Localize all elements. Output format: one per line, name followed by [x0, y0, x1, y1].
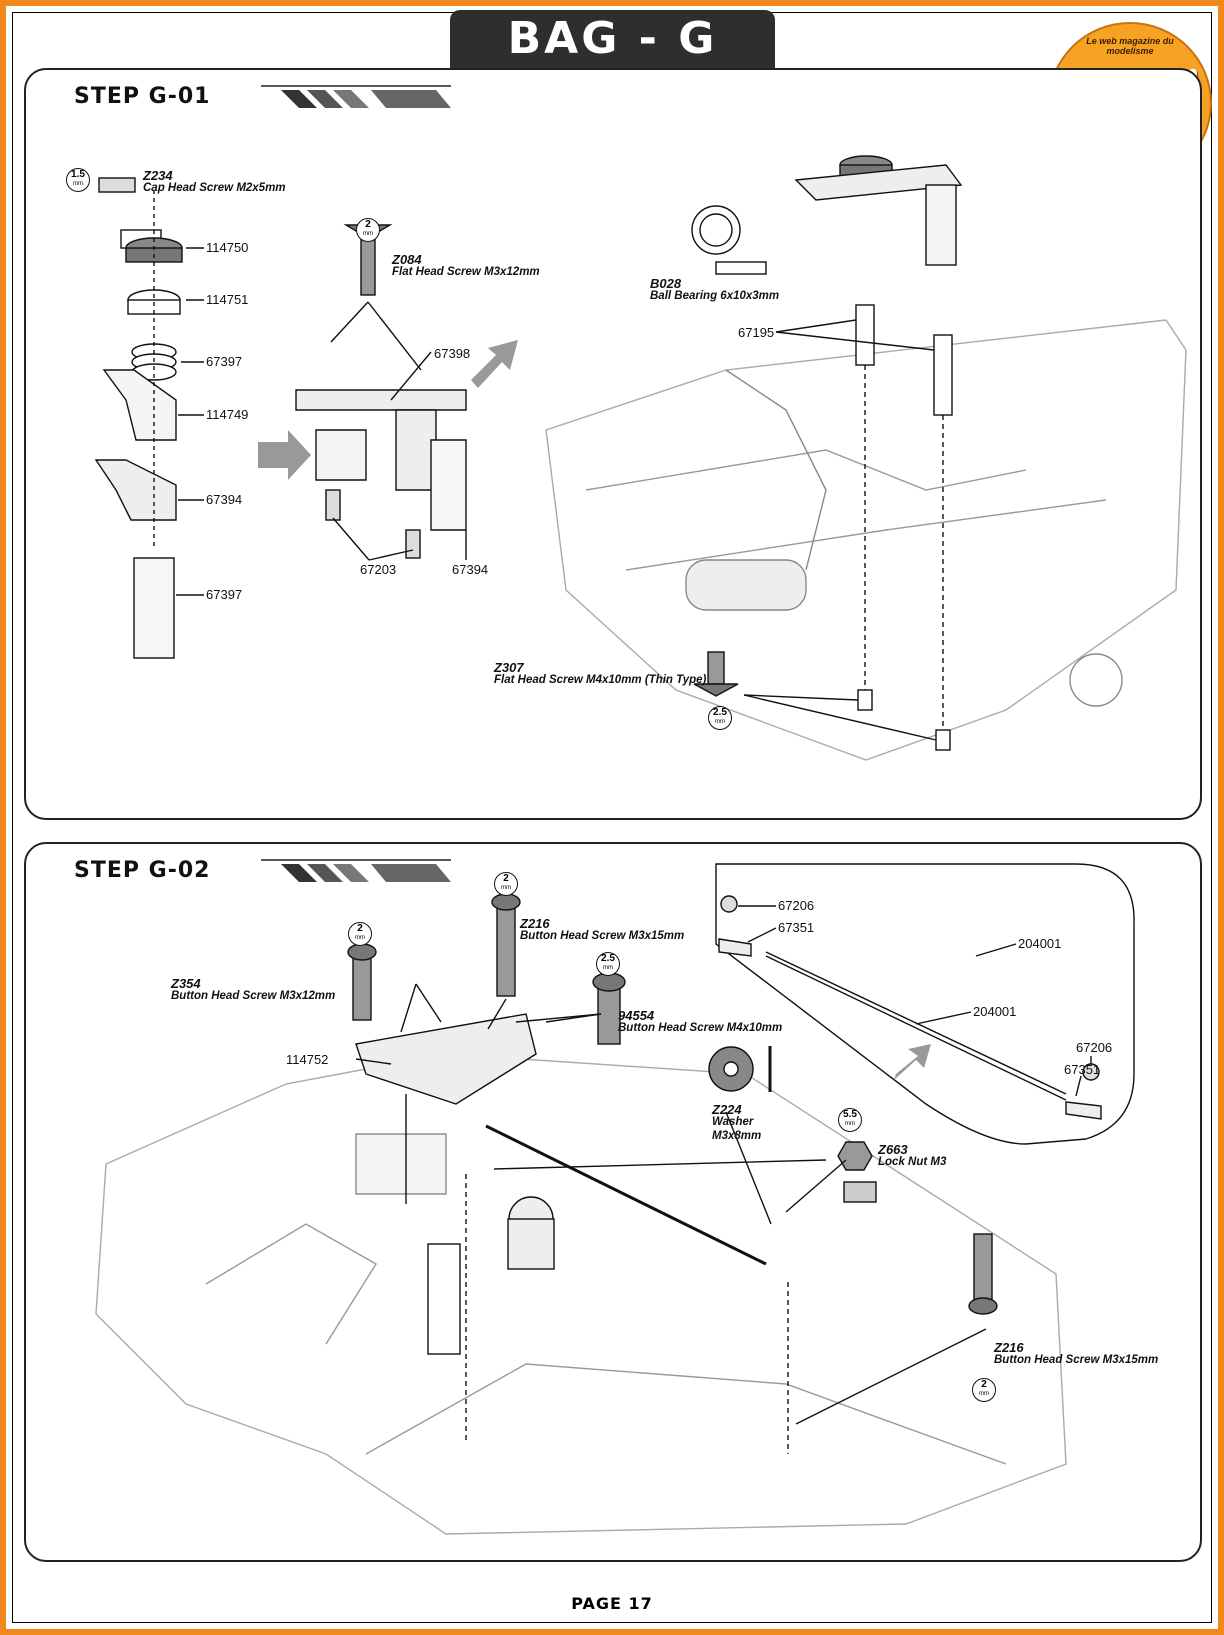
z224-size: M3x8mm [712, 1130, 762, 1142]
tool-unit: mm [845, 1121, 855, 1127]
z224-desc: Washer [712, 1116, 754, 1128]
tool-size: 5.5 [843, 1109, 857, 1120]
tool-unit: mm [715, 719, 725, 725]
step-g01-drawing [94, 155, 1187, 761]
step-g02-title: STEP G-02 [74, 858, 211, 883]
z084-desc: Flat Head Screw M3x12mm [392, 266, 540, 278]
part-label: 67397 [206, 587, 243, 602]
z216-code: Z216 [520, 916, 550, 931]
step-g01-title: STEP G-01 [74, 84, 211, 109]
part-label: 67351 [1064, 1062, 1101, 1077]
z307-code: Z307 [494, 660, 524, 675]
z216-code: Z216 [994, 1340, 1024, 1355]
part-label: 67394 [452, 562, 489, 577]
z663-desc: Lock Nut M3 [878, 1156, 947, 1168]
part-label: 114752 [286, 1052, 329, 1067]
tool-size: 2.5 [601, 953, 615, 964]
b028-code: B028 [650, 276, 682, 291]
z354-desc: Button Head Screw M3x12mm [171, 990, 336, 1002]
part-label: 114749 [206, 407, 249, 422]
logo-tagline: Le web magazine du modelisme [1086, 36, 1174, 56]
tool-size: 2 [365, 219, 371, 230]
part-label: 204001 [973, 1004, 1017, 1019]
part-label: 67206 [778, 898, 815, 913]
tool-unit: mm [363, 231, 373, 237]
z307-desc: Flat Head Screw M4x10mm (Thin Type) [494, 674, 707, 686]
part-label: 67206 [1076, 1040, 1113, 1055]
tool-size: 2 [503, 873, 509, 884]
step-g02-drawing [95, 863, 1135, 1535]
title-stripes [261, 85, 451, 108]
bag-title: BAG - G [450, 10, 775, 68]
z234-desc: Cap Head Screw M2x5mm [143, 182, 286, 194]
tool-size: 2 [357, 923, 363, 934]
tool-unit: mm [501, 885, 511, 891]
page-number: PAGE 17 [571, 1594, 653, 1613]
tool-unit: mm [73, 181, 83, 187]
z224-code: Z224 [712, 1102, 742, 1117]
b028-desc: Ball Bearing 6x10x3mm [650, 290, 780, 302]
title-stripes [261, 859, 451, 882]
tool-unit: mm [603, 965, 613, 971]
part-label: 204001 [1018, 936, 1062, 951]
tool-size: 2.5 [713, 707, 727, 718]
z234-code: Z234 [143, 168, 173, 183]
part-label: 67351 [778, 920, 815, 935]
94554-code: 94554 [618, 1008, 655, 1023]
step-g02-panel: STEP G-02 [24, 842, 1202, 1562]
tool-unit: mm [979, 1391, 989, 1397]
part-label: 114751 [206, 292, 249, 307]
z663-code: Z663 [878, 1142, 908, 1157]
part-label: 67398 [434, 346, 471, 361]
z354-code: Z354 [171, 976, 201, 991]
part-label: 67195 [738, 325, 775, 340]
part-label: 67203 [360, 562, 397, 577]
tool-size: 1.5 [71, 169, 85, 180]
tool-unit: mm [355, 935, 365, 941]
z084-code: Z084 [392, 252, 422, 267]
part-label: 67394 [206, 492, 243, 507]
part-label: 67397 [206, 354, 243, 369]
94554-desc: Button Head Screw M4x10mm [618, 1022, 783, 1034]
z216-desc: Button Head Screw M3x15mm [994, 1354, 1159, 1366]
step-g01-panel: STEP G-01 [24, 68, 1202, 820]
z216-desc: Button Head Screw M3x15mm [520, 930, 685, 942]
part-label: 114750 [206, 240, 249, 255]
tool-size: 2 [981, 1379, 987, 1390]
